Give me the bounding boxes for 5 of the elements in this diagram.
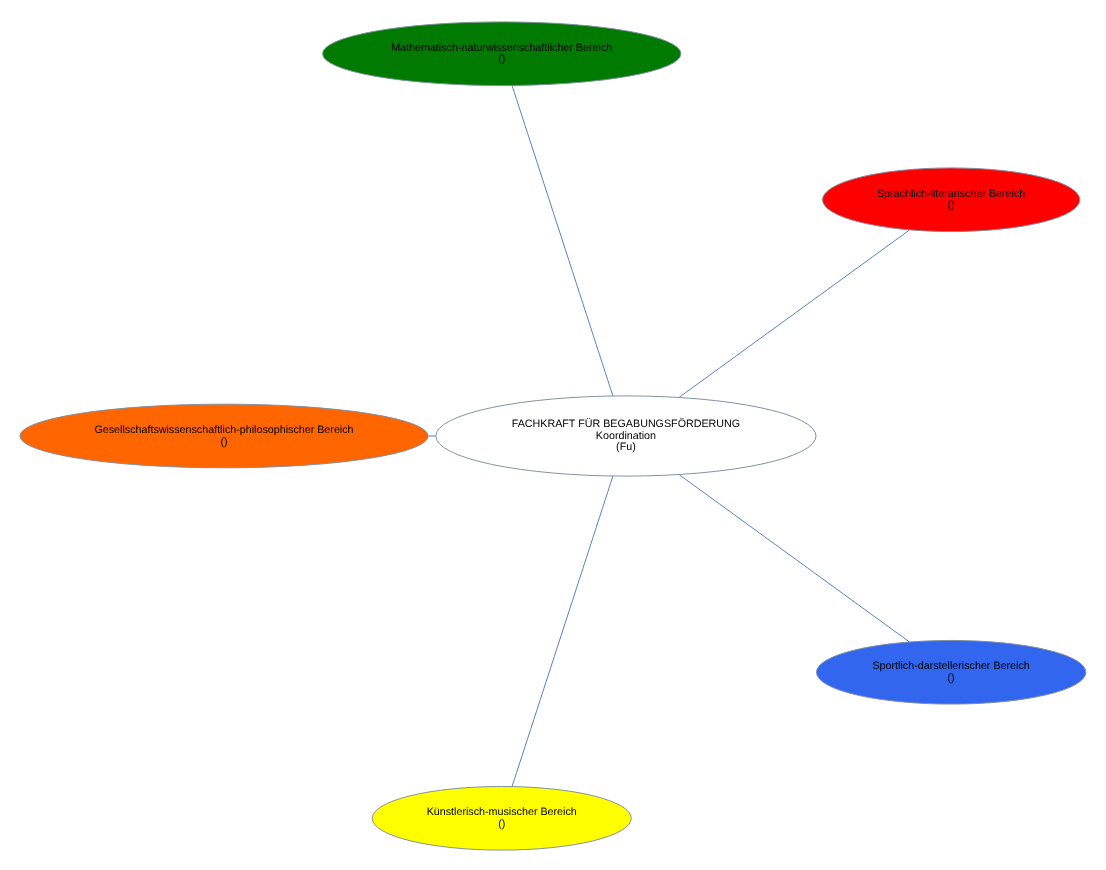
connector <box>511 474 614 787</box>
connector <box>511 84 614 396</box>
connector <box>678 473 910 642</box>
connector <box>678 228 911 397</box>
connector <box>427 434 437 436</box>
